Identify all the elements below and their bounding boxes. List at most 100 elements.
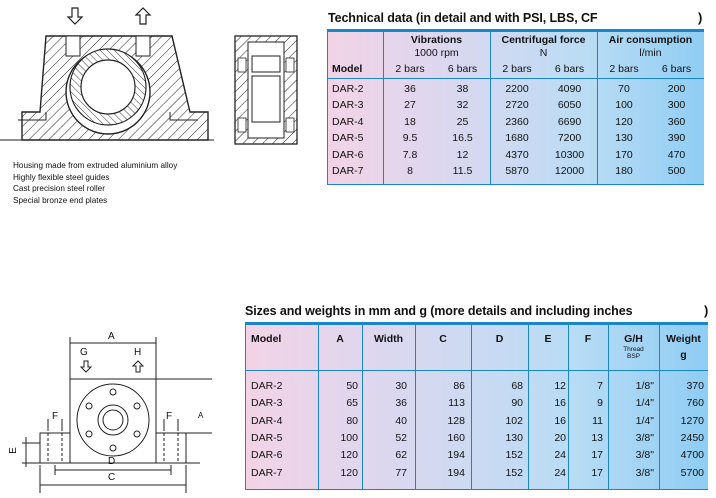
dimension-drawing: A G H F F E D C A [0, 325, 212, 498]
table2-vline [415, 322, 416, 490]
vibrator-side-view [234, 35, 298, 145]
table2-header-weight-unit: g [680, 349, 687, 361]
table1-paren: ) [698, 10, 703, 25]
label-a: A [108, 331, 115, 342]
label-h: H [134, 347, 142, 358]
inlet-arrow-icon [66, 7, 84, 25]
table2-value-cell: 9 [597, 397, 603, 410]
h-outlet-arrow-icon [131, 360, 145, 373]
table1-vline [597, 29, 598, 185]
table2-header-e: E [544, 333, 552, 345]
table1-header-vib-sub: 1000 rpm [414, 47, 459, 59]
table1-value-cell: 360 [667, 115, 686, 128]
table2-model-cell: DAR-4 [251, 414, 283, 427]
table2-model-cell: DAR-7 [251, 466, 283, 479]
table1-header-vib: Vibrations [410, 34, 463, 46]
table2-value-cell: 30 [395, 380, 407, 392]
label-c: C [108, 472, 116, 483]
table2-value-cell: 113 [448, 397, 465, 410]
vibrator-section-drawing [0, 7, 298, 145]
table1-value-cell: 6050 [557, 99, 582, 112]
table2-value-cell: 102 [505, 414, 523, 427]
table1-header-band [327, 32, 704, 185]
table1-header-6bars: 6 bars [447, 63, 478, 75]
note-line: Housing made from extruded aluminium all… [13, 161, 178, 170]
table1-header-model: Model [332, 63, 363, 75]
table2-header-a: A [336, 333, 344, 345]
table2-model-cell: DAR-5 [251, 431, 283, 444]
table2-vline [318, 322, 319, 490]
table2-value-cell: 77 [395, 466, 407, 479]
table2-header-divider [245, 370, 708, 371]
table1-value-cell: 25 [456, 115, 469, 128]
table2-value-cell: 68 [511, 380, 523, 392]
table1-value-cell: 390 [667, 132, 686, 145]
table2-value-cell: 24 [554, 449, 566, 462]
table2-value-cell: 1270 [680, 414, 704, 427]
table2-value-cell: 128 [447, 414, 465, 427]
table2-value-cell: 86 [453, 380, 465, 392]
table2-value-cell: 120 [340, 449, 358, 462]
table1-header-divider [327, 78, 704, 79]
table1-value-cell: 180 [615, 165, 633, 177]
table1-value-cell: 38 [456, 83, 469, 95]
table2-value-cell: 1/8" [635, 380, 654, 392]
table2-vline [608, 322, 609, 490]
g-inlet-arrow-icon [79, 360, 93, 373]
table2-vline [659, 322, 660, 490]
table1-value-cell: 4370 [505, 148, 529, 161]
table2-value-cell: 1/4" [635, 397, 654, 410]
table2-vline [528, 322, 529, 490]
table2-header-f: F [584, 333, 592, 345]
table1-value-cell: 9.5 [402, 132, 418, 145]
table1-value-cell: 10300 [554, 148, 585, 161]
table1-model-cell: DAR-4 [332, 115, 364, 128]
table1-model-cell: DAR-7 [332, 165, 364, 177]
table1-value-cell: 12000 [554, 165, 585, 177]
table1-value-cell: 7200 [557, 132, 582, 145]
table2-band [245, 325, 708, 490]
table1-value-cell: 6690 [557, 115, 582, 128]
table1-vline [383, 29, 384, 185]
table1-value-cell: 2720 [505, 99, 529, 112]
table2-value-cell: 24 [554, 466, 566, 479]
table2-value-cell: 80 [346, 414, 358, 427]
table2-value-cell: 13 [591, 431, 603, 444]
table1-value-cell: 70 [618, 83, 630, 95]
dimension-drawing-svg [22, 337, 212, 493]
table2-value-cell: 5700 [680, 466, 704, 479]
table1-value-cell: 170 [615, 148, 633, 161]
table2-header-c: C [439, 333, 447, 345]
table2-value-cell: 370 [686, 380, 704, 392]
table2-value-cell: 16 [554, 414, 566, 427]
table1-value-cell: 11.5 [452, 165, 473, 177]
technical-data-table: Vibrations 1000 rpm Centrifugal force N … [327, 29, 704, 185]
table2-value-cell: 3/8" [635, 466, 654, 479]
table1-value-cell: 32 [456, 99, 469, 112]
table2-header-gh: G/H [624, 333, 643, 345]
label-d: D [108, 456, 116, 467]
table1-value-cell: 27 [404, 99, 416, 112]
table2-value-cell: 62 [395, 449, 407, 462]
table1-value-cell: 8 [407, 165, 413, 177]
table1-header-6bars: 6 bars [554, 63, 585, 75]
table2-value-cell: 120 [340, 466, 358, 479]
table2-value-cell: 194 [447, 466, 465, 479]
table1-model-cell: DAR-6 [332, 148, 364, 161]
label-g: G [80, 347, 88, 358]
feature-notes: Housing made from extruded aluminium all… [13, 160, 177, 206]
table2-vline [471, 322, 472, 490]
table2-header-model: Model [251, 333, 282, 345]
table1-top-rule [327, 29, 704, 32]
table2-value-cell: 36 [395, 397, 407, 410]
table2-value-cell: 7 [597, 380, 603, 392]
table2-value-cell: 152 [505, 449, 523, 462]
label-e: E [7, 447, 19, 454]
table1-value-cell: 130 [615, 132, 633, 145]
table2-vline [362, 322, 363, 490]
table2-model-cell: DAR-3 [251, 397, 283, 410]
table1-title: Technical data (in detail and with PSI, … [328, 11, 598, 25]
table2-value-cell: 20 [554, 431, 566, 444]
table2-header-width: Width [373, 333, 404, 345]
table2-value-cell: 65 [346, 397, 358, 410]
